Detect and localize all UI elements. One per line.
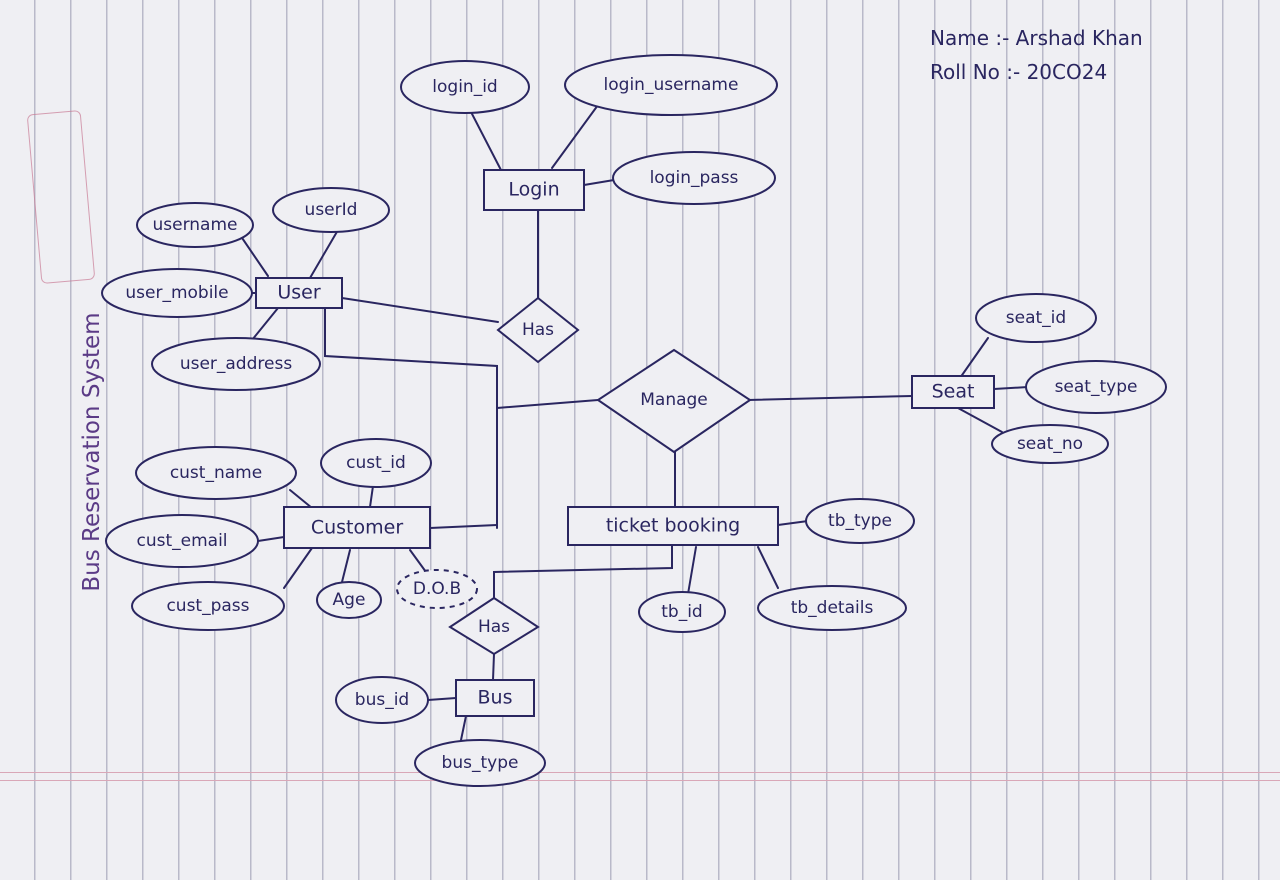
relationship-label: Has — [478, 617, 510, 637]
entity-label: Customer — [311, 517, 403, 539]
line-bus-type — [460, 715, 467, 741]
line-login-id — [469, 109, 503, 173]
entity-ticket-booking: ticket booking — [567, 506, 779, 546]
attribute-label: user_mobile — [125, 283, 228, 303]
attributes: login_id login_username login_pass usern… — [101, 54, 1167, 787]
line-cust-name — [289, 489, 313, 509]
attribute-dob: D.O.B — [396, 569, 478, 609]
relationship-has-top: Has — [496, 296, 580, 364]
attribute-cust-email: cust_email — [105, 514, 259, 568]
line-user-has — [341, 297, 499, 323]
attribute-label: seat_no — [1017, 434, 1083, 454]
attribute-label: login_id — [432, 77, 497, 97]
attribute-seat-id: seat_id — [975, 293, 1097, 343]
line-manage-seat — [747, 395, 913, 401]
student-name: Name :- Arshad Khan — [930, 26, 1143, 50]
attribute-label: user_address — [180, 354, 293, 374]
relationship-label: Manage — [640, 390, 708, 410]
entity-login: Login — [483, 169, 585, 211]
line-login-username — [551, 104, 599, 169]
line-seat-type — [993, 386, 1029, 390]
attribute-label: login_pass — [650, 168, 739, 188]
relationship-manage: Manage — [596, 348, 752, 454]
attribute-label: userId — [305, 200, 358, 220]
attribute-age: Age — [316, 581, 382, 619]
line-ticket-has — [493, 544, 673, 599]
line-cust-id — [369, 485, 374, 508]
attribute-label: bus_type — [442, 753, 519, 773]
relationships: Has Manage Has — [448, 296, 752, 656]
attribute-label: bus_id — [355, 690, 409, 710]
attribute-cust-name: cust_name — [135, 446, 297, 500]
attribute-label: login_username — [604, 75, 739, 95]
line-cust-pass — [283, 547, 313, 589]
connector-lines — [237, 104, 1029, 741]
attribute-cust-id: cust_id — [320, 438, 432, 488]
attribute-username: username — [136, 202, 254, 248]
attribute-label: tb_id — [661, 602, 702, 622]
page-rule-line — [0, 772, 1280, 773]
attribute-bus-id: bus_id — [335, 676, 429, 724]
attribute-label: seat_type — [1055, 377, 1138, 397]
attribute-login-pass: login_pass — [612, 151, 776, 205]
attribute-seat-no: seat_no — [991, 424, 1109, 464]
page-rule-line — [0, 780, 1280, 781]
entity-label: User — [277, 282, 320, 304]
attribute-label: cust_email — [136, 531, 227, 551]
attribute-tb-type: tb_type — [805, 498, 915, 544]
line-has-bus — [492, 653, 495, 681]
attribute-seat-type: seat_type — [1025, 360, 1167, 414]
line-seat-no — [957, 407, 1003, 433]
attribute-user-address: user_address — [151, 337, 321, 391]
attribute-label: cust_pass — [166, 596, 249, 616]
attribute-label: cust_id — [346, 453, 406, 473]
attribute-user-mobile: user_mobile — [101, 268, 253, 318]
entity-label: ticket booking — [606, 515, 740, 537]
line-tb-type — [777, 520, 809, 526]
entity-customer: Customer — [283, 506, 431, 549]
attribute-label: D.O.B — [413, 579, 461, 599]
attribute-label: tb_details — [791, 598, 874, 618]
line-user-id — [309, 229, 339, 279]
attribute-label: tb_type — [828, 511, 892, 531]
attribute-bus-type: bus_type — [414, 739, 546, 787]
attribute-login-id: login_id — [400, 60, 530, 114]
line-bus-id — [427, 697, 457, 701]
attribute-tb-details: tb_details — [757, 585, 907, 631]
entity-bus: Bus — [455, 679, 535, 717]
line-login-pass — [583, 179, 615, 186]
relationship-label: Has — [522, 320, 554, 340]
attribute-user-id: userId — [272, 187, 390, 233]
attribute-login-username: login_username — [564, 54, 778, 116]
attribute-tb-id: tb_id — [638, 591, 726, 633]
line-user-address — [251, 307, 279, 341]
attribute-label: Age — [333, 590, 366, 610]
line-tb-id — [687, 546, 697, 595]
line-age — [341, 549, 351, 583]
attribute-cust-pass: cust_pass — [131, 581, 285, 631]
line-cust-email — [257, 536, 285, 542]
entity-seat: Seat — [911, 375, 995, 409]
entities: Login User Seat Customer ticket booking … — [255, 169, 995, 717]
line-dob — [409, 549, 427, 573]
entity-label: Login — [508, 179, 559, 201]
entity-label: Seat — [932, 381, 975, 403]
attribute-label: username — [153, 215, 238, 235]
attribute-label: seat_id — [1006, 308, 1066, 328]
line-customer-trunk — [429, 524, 498, 529]
roll-number: Roll No :- 20CO24 — [930, 60, 1108, 84]
entity-label: Bus — [478, 687, 513, 709]
relationship-has-bottom: Has — [448, 596, 540, 656]
line-manage-left — [496, 399, 599, 409]
line-user-customer — [324, 307, 498, 529]
line-tb-details — [757, 546, 779, 589]
line-username — [237, 231, 269, 277]
attribute-label: cust_name — [170, 463, 262, 483]
line-seat-id — [959, 337, 989, 379]
entity-user: User — [255, 277, 343, 309]
